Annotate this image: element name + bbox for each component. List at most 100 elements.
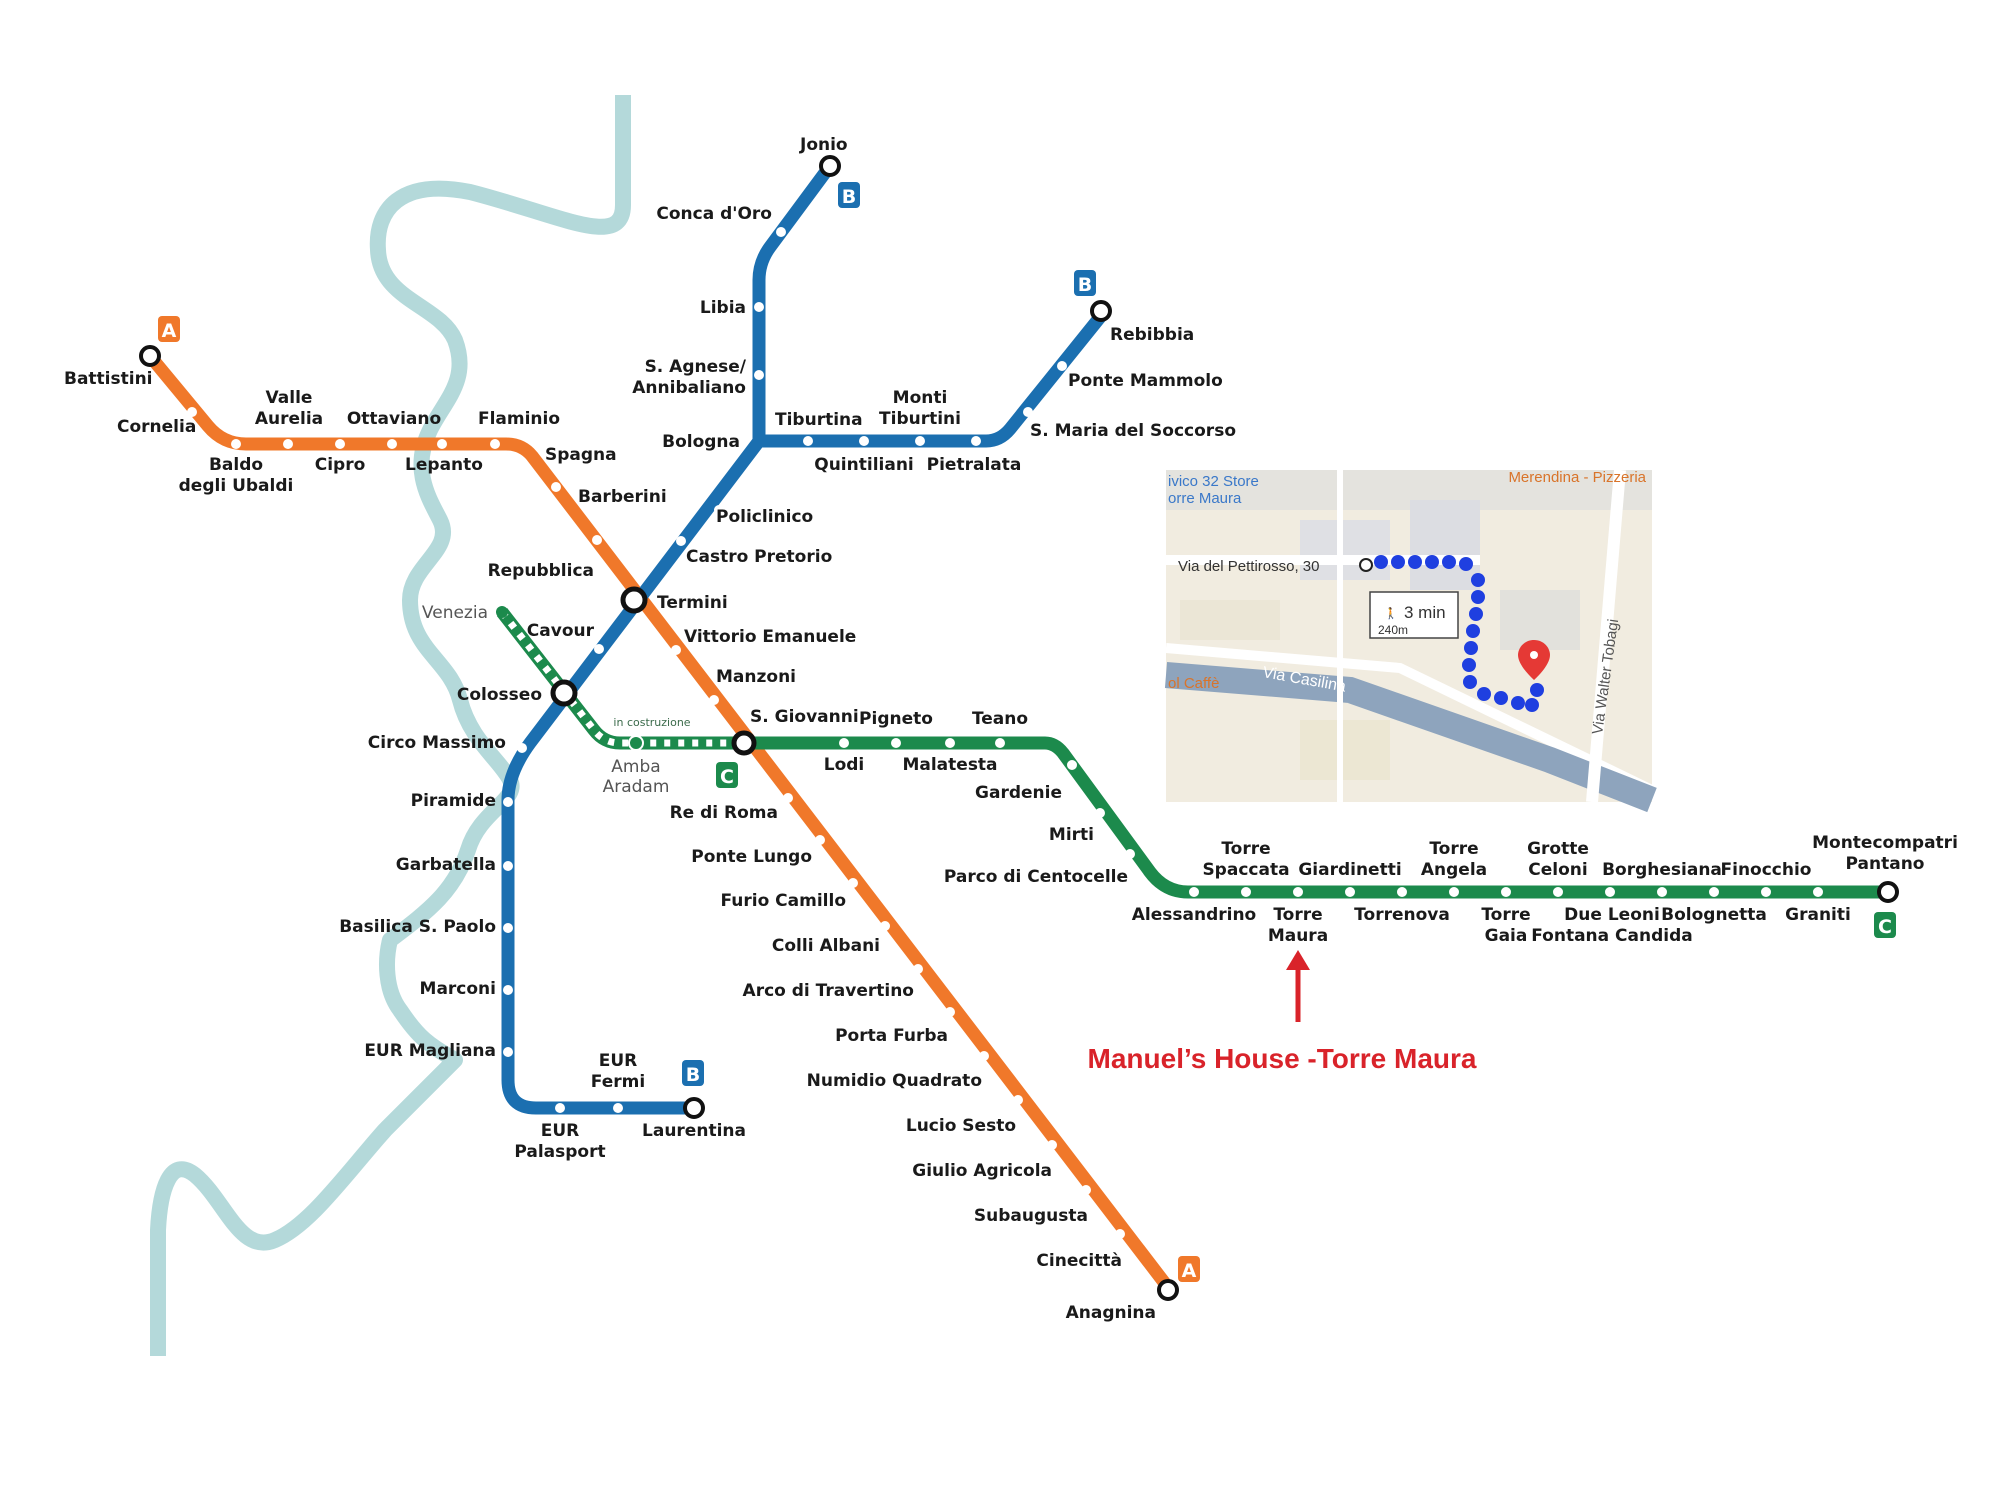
station-jonio: Jonio [799,135,848,155]
station-due-leoni-2: Fontana Candida [1531,926,1692,946]
inset-store-label-2: orre Maura [1168,490,1242,507]
line-c-construction [496,608,744,750]
line-b-labels: Jonio Conca d'Oro Libia S. Agnese/ Annib… [339,135,1236,1162]
station-barberini: Barberini [578,487,667,507]
station-marconi: Marconi [420,979,496,999]
station-s-giovanni: S. Giovanni [750,707,859,727]
inset-address-label: Via del Pettirosso, 30 [1178,558,1319,575]
station-flaminio: Flaminio [478,409,560,429]
station-laurentina: Laurentina [642,1121,746,1141]
station-libia: Libia [700,298,746,318]
station-s-maria-del-soccorso: S. Maria del Soccorso [1030,421,1236,441]
station-malatesta: Malatesta [902,755,997,775]
station-torre-spaccata-1: Torre [1221,839,1270,859]
station-anagnina: Anagnina [1066,1303,1156,1323]
label-in-costruzione: in costruzione [613,716,690,729]
station-giardinetti: Giardinetti [1298,860,1401,880]
station-lepanto: Lepanto [405,455,483,475]
badge-a-top: A [162,320,177,342]
station-alessandrino: Alessandrino [1132,905,1257,925]
station-due-leoni-1: Due Leoni [1564,905,1660,925]
station-giulio-agricola: Giulio Agricola [912,1161,1052,1181]
badge-b-jonio: B [842,186,856,208]
station-venezia: Venezia [422,603,488,623]
line-badges: A A B B B C C [158,182,1896,1282]
amba-aradam-dot [628,735,644,751]
station-eur-fermi-1: EUR [599,1051,638,1071]
line-a-labels: Battistini Cornelia Baldo degli Ubaldi V… [64,369,1156,1323]
station-eur-fermi-2: Fermi [591,1072,645,1092]
station-termini: Termini [657,593,728,613]
station-teano: Teano [972,709,1028,729]
inset-walking-map: ivico 32 Store orre Maura Merendina - Pi… [1164,469,1657,813]
station-montecompatri-1: Montecompatri [1812,833,1958,853]
station-torre-angela-2: Angela [1421,860,1487,880]
station-amba-aradam-2: Aradam [603,777,670,797]
line-c-track [737,736,1895,899]
station-arco-di-travertino: Arco di Travertino [743,981,914,1001]
station-colosseo: Colosseo [457,685,542,705]
station-colli-albani: Colli Albani [772,936,880,956]
arrow-up-icon [1286,950,1310,970]
inset-store-label: ivico 32 Store [1168,473,1259,490]
station-piramide: Piramide [411,791,496,811]
station-pigneto: Pigneto [859,709,933,729]
station-parco-di-centocelle: Parco di Centocelle [944,867,1128,887]
station-conca-doro: Conca d'Oro [656,204,772,224]
station-s-agnese-1: S. Agnese/ [645,357,747,377]
station-cavour: Cavour [527,621,595,641]
station-monti-1: Monti [893,388,948,408]
station-subaugusta: Subaugusta [974,1206,1088,1226]
station-repubblica: Repubblica [488,561,594,581]
station-torre-maura-1: Torre [1273,905,1322,925]
station-torre-gaia-2: Gaia [1485,926,1528,946]
station-tiburtina: Tiburtina [775,410,863,430]
station-porta-furba: Porta Furba [835,1026,948,1046]
station-montecompatri-2: Pantano [1846,854,1925,874]
station-ponte-lungo: Ponte Lungo [691,847,812,867]
station-re-di-roma: Re di Roma [670,803,778,823]
station-garbatella: Garbatella [396,855,496,875]
station-s-agnese-2: Annibaliano [632,378,746,398]
station-torre-gaia-1: Torre [1481,905,1530,925]
station-lodi: Lodi [824,755,865,775]
station-eur-magliana: EUR Magliana [364,1041,496,1061]
station-baldo-1: Baldo [209,455,263,475]
station-finocchio: Finocchio [1721,860,1812,880]
inset-walk-distance: 240m [1378,623,1408,637]
station-eur-palasport-2: Palasport [514,1142,605,1162]
station-furio-camillo: Furio Camillo [721,891,847,911]
station-torrenova: Torrenova [1354,905,1450,925]
house-annotation: Manuel’s House -Torre Maura [1088,950,1477,1074]
terminal-stations [139,155,1899,1301]
station-valle-2: Aurelia [255,409,323,429]
station-bologna: Bologna [662,432,740,452]
station-cornelia: Cornelia [117,417,196,437]
station-vittorio-emanuele: Vittorio Emanuele [684,627,856,647]
venezia-dot [496,606,508,618]
station-grotte-celoni-2: Celoni [1528,860,1587,880]
inset-pizzeria-label: Merendina - Pizzeria [1508,469,1646,486]
inset-origin-dot [1359,558,1373,572]
station-valle-1: Valle [266,388,313,408]
station-borghesiana: Borghesiana [1602,860,1722,880]
station-dots [187,227,1823,1239]
tiber-river [150,95,631,1356]
badge-b-rebibbia: B [1078,274,1092,296]
station-ponte-mammolo: Ponte Mammolo [1068,371,1223,391]
station-torre-spaccata-2: Spaccata [1202,860,1289,880]
station-cinecitta: Cinecittà [1036,1251,1122,1271]
inset-caffe-label: ol Caffè [1168,675,1219,692]
station-torre-maura-2: Maura [1268,926,1328,946]
station-quintiliani: Quintiliani [814,455,914,475]
station-numidio-quadrato: Numidio Quadrato [807,1071,982,1091]
inset-destination-pin-icon [1518,640,1550,680]
station-circo-massimo: Circo Massimo [368,733,506,753]
station-cipro: Cipro [315,455,366,475]
station-baldo-2: degli Ubaldi [179,476,294,496]
station-grotte-celoni-1: Grotte [1527,839,1589,859]
annotation-label: Manuel’s House -Torre Maura [1088,1043,1477,1074]
badge-c-sgiovanni: C [720,766,734,788]
badge-c-pantano: C [1878,916,1892,938]
